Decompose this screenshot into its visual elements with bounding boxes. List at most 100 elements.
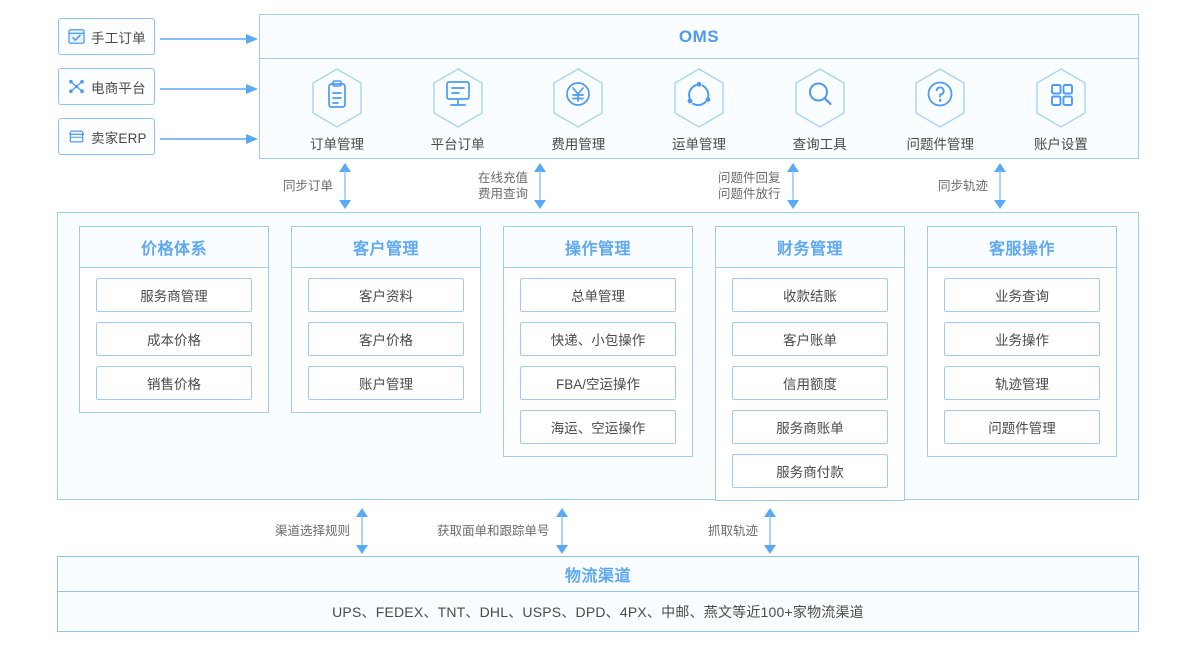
group-item[interactable]: 快递、小包操作 [520,322,676,356]
group-item[interactable]: 收款结账 [732,278,888,312]
calendar-check-icon [67,27,86,46]
group-item[interactable]: 海运、空运操作 [520,410,676,444]
group-operation-management: 操作管理 总单管理 快递、小包操作 FBA/空运操作 海运、空运操作 [503,226,693,457]
group-item[interactable]: 账户管理 [308,366,464,400]
oms-module-query-tool[interactable]: 查询工具 [765,67,875,153]
oms-module-label: 运单管理 [671,137,726,152]
connector-label: 在线充值费用查询 [478,171,529,201]
group-title: 客户管理 [352,241,419,258]
group-item[interactable]: 服务商账单 [732,410,888,444]
group-finance-management: 财务管理 收款结账 客户账单 信用额度 服务商账单 服务商付款 [715,226,905,501]
core-system-panel: 价格体系 服务商管理 成本价格 销售价格 客户管理 客户资料 客户价格 账户管理 [57,212,1139,501]
group-item[interactable]: 总单管理 [520,278,676,312]
connector-label: 渠道选择规则 [275,524,351,538]
connector-channel-selection-rule: 渠道选择规则 [275,508,369,554]
group-item-label: FBA/空运操作 [555,377,640,392]
group-item[interactable]: 客户价格 [308,322,464,356]
group-item-label: 账户管理 [359,377,413,392]
oms-title-bar: OMS [260,15,1138,59]
group-header: 客服操作 [928,227,1116,268]
group-title: 财务管理 [776,241,843,258]
oms-module-platform-order[interactable]: 平台订单 [403,67,513,153]
oms-panel: OMS 订单管理 [259,14,1139,159]
group-item-label: 快递、小包操作 [550,333,646,348]
oms-module-label: 费用管理 [551,137,606,152]
oms-module-waybill-management[interactable]: 运单管理 [644,67,754,153]
clipboard-list-icon [309,67,365,129]
oms-module-list: 订单管理 平台订单 [260,59,1138,159]
group-title: 价格体系 [140,241,207,258]
group-item-label: 客户价格 [359,333,413,348]
oms-title: OMS [678,26,720,46]
group-item[interactable]: 轨迹管理 [944,366,1100,400]
logistics-header: 物流渠道 [58,557,1138,592]
group-item[interactable]: 业务操作 [944,322,1100,356]
logistics-channel-panel: 物流渠道 UPS、FEDEX、TNT、DHL、USPS、DPD、4PX、中邮、燕… [57,556,1139,632]
group-item[interactable]: FBA/空运操作 [520,366,676,400]
logistics-title: 物流渠道 [564,568,631,585]
group-body: 业务查询 业务操作 轨迹管理 问题件管理 [928,268,1116,456]
group-item-label: 业务操作 [995,333,1049,348]
network-nodes-icon [67,77,86,96]
group-item-label: 客户资料 [359,289,413,304]
connector-get-label-and-tracking-number: 获取面单和跟踪单号 [437,508,569,554]
group-body: 服务商管理 成本价格 销售价格 [80,268,268,412]
question-circle-icon [912,67,968,129]
group-title: 客服操作 [988,241,1055,258]
search-icon [792,67,848,129]
oms-module-label: 订单管理 [310,137,364,152]
oms-module-issue-management[interactable]: 问题件管理 [885,67,995,153]
group-item-label: 海运、空运操作 [550,421,646,436]
group-item-label: 服务商管理 [140,289,208,304]
group-item-label: 总单管理 [571,289,625,304]
arrow-manual-order-to-oms [160,31,258,44]
group-item[interactable]: 信用额度 [732,366,888,400]
source-box-manual-order[interactable]: 手工订单 [58,18,155,55]
connector-sync-tracking: 同步轨迹 [938,163,1007,209]
source-box-seller-erp[interactable]: 卖家ERP [58,118,155,155]
oms-module-fee-management[interactable]: 费用管理 [523,67,633,153]
source-box-ecommerce-platform[interactable]: 电商平台 [58,68,155,105]
group-price-system: 价格体系 服务商管理 成本价格 销售价格 [79,226,269,413]
group-item[interactable]: 问题件管理 [944,410,1100,444]
group-item[interactable]: 销售价格 [96,366,252,400]
group-header: 操作管理 [504,227,692,268]
group-item[interactable]: 业务查询 [944,278,1100,312]
connector-label: 获取面单和跟踪单号 [437,524,550,538]
oms-module-label: 问题件管理 [906,137,975,152]
group-item[interactable]: 成本价格 [96,322,252,356]
group-item-label: 服务商账单 [776,421,844,436]
monitor-board-icon [430,67,486,129]
grid-squares-icon [1033,67,1089,129]
group-item-label: 销售价格 [147,377,201,392]
group-item[interactable]: 客户账单 [732,322,888,356]
oms-module-order-management[interactable]: 订单管理 [282,67,392,153]
oms-module-account-settings[interactable]: 账户设置 [1006,67,1116,153]
connector-sync-orders: 同步订单 [283,163,352,209]
oms-module-label: 平台订单 [430,137,485,152]
source-label: 手工订单 [91,30,146,46]
group-item[interactable]: 服务商管理 [96,278,252,312]
connector-label: 问题件回复问题件放行 [718,171,781,201]
group-item-label: 服务商付款 [776,465,844,480]
arrow-seller-erp-to-oms [160,131,258,144]
source-label: 电商平台 [91,80,146,96]
connector-issue-reply-release: 问题件回复问题件放行 [718,163,800,209]
double-arrow-icon [993,163,1007,209]
group-header: 财务管理 [716,227,904,268]
double-arrow-icon [555,508,569,554]
source-label: 卖家ERP [91,130,147,146]
double-arrow-icon [533,163,547,209]
connector-fetch-tracking: 抓取轨迹 [708,508,777,554]
connector-label: 同步轨迹 [938,179,989,193]
oms-module-label: 查询工具 [792,137,847,152]
group-body: 收款结账 客户账单 信用额度 服务商账单 服务商付款 [716,268,904,500]
storefront-icon [67,127,86,146]
group-customer-management: 客户管理 客户资料 客户价格 账户管理 [291,226,481,413]
connector-label: 抓取轨迹 [708,524,759,538]
connector-label: 同步订单 [283,179,334,193]
group-item[interactable]: 服务商付款 [732,454,888,488]
yen-circle-icon [550,67,606,129]
sync-arrows-icon [671,67,727,129]
group-item[interactable]: 客户资料 [308,278,464,312]
